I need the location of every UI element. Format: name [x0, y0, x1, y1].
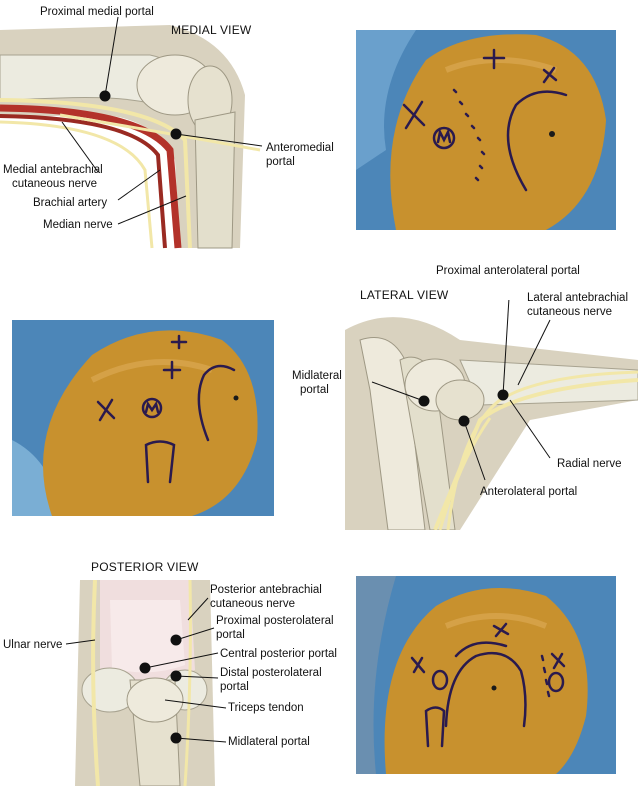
label-proximal-anterolateral-portal: Proximal anterolateral portal [436, 265, 580, 277]
label-radial-nerve: Radial nerve [557, 458, 622, 470]
label-posterior-antebrachial-line2: cutaneous nerve [210, 598, 296, 610]
label-medial-antebrachial-line2: cutaneous nerve [12, 178, 98, 190]
label-distal-posterolateral-line1: Distal posterolateral [220, 667, 322, 679]
label-distal-posterolateral-line2: portal [220, 681, 249, 693]
label-medial-antebrachial-line1: Medial antebrachial [3, 164, 103, 176]
medial-elbow-drawing [0, 16, 263, 249]
label-anteromedial-portal-line2: portal [266, 156, 295, 168]
medial-view-illustration [0, 0, 300, 250]
posterior-view-illustration [0, 580, 340, 786]
lateral-photo [12, 320, 274, 516]
label-midlateral-portal-posterior: Midlateral portal [228, 736, 310, 748]
medial-view-title: MEDIAL VIEW [171, 23, 252, 37]
label-triceps-tendon: Triceps tendon [228, 702, 304, 714]
label-lateral-antebrachial-line1: Lateral antebrachial [527, 292, 629, 304]
posterior-photo-image [356, 576, 616, 774]
lateral-photo-image [12, 320, 274, 516]
posterior-photo [356, 576, 616, 774]
medial-photo [356, 30, 616, 230]
label-anterolateral-portal: Anterolateral portal [480, 486, 578, 498]
posterior-view-title: POSTERIOR VIEW [91, 560, 199, 574]
label-posterior-antebrachial-line1: Posterior antebrachial [210, 584, 322, 596]
label-proximal-medial-portal: Proximal medial portal [40, 6, 154, 18]
label-brachial-artery: Brachial artery [33, 197, 108, 209]
label-ulnar-nerve: Ulnar nerve [3, 639, 63, 651]
label-proximal-posterolateral-line1: Proximal posterolateral [216, 615, 334, 627]
label-midlateral-portal-line2: portal [300, 384, 329, 396]
lateral-view-illustration [340, 300, 638, 530]
lateral-elbow-drawing [345, 300, 638, 530]
label-proximal-posterolateral-line2: portal [216, 629, 245, 641]
label-lateral-antebrachial-line2: cutaneous nerve [527, 306, 613, 318]
label-median-nerve: Median nerve [43, 219, 113, 231]
medial-photo-image [356, 30, 616, 230]
lateral-view-title: LATERAL VIEW [360, 288, 449, 302]
label-anteromedial-portal-line1: Anteromedial [266, 142, 334, 154]
label-central-posterior-portal: Central posterior portal [220, 648, 337, 660]
label-midlateral-portal-line1: Midlateral [292, 370, 342, 382]
posterior-elbow-drawing [65, 580, 227, 786]
